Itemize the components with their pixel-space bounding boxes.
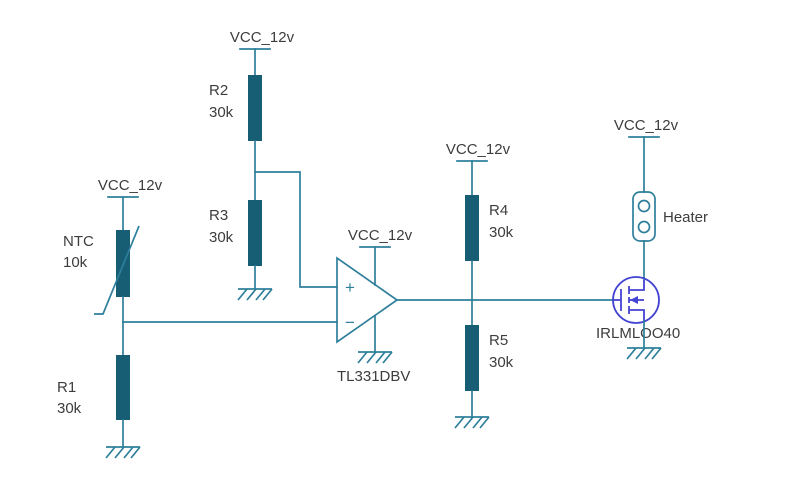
mosfet-body-arrow-icon — [630, 296, 638, 304]
r3-name-label: R3 — [209, 207, 228, 224]
ground-symbol-r3 — [237, 288, 273, 301]
r4-body — [465, 195, 479, 261]
vcc-label-comparator: VCC_12v — [348, 227, 413, 244]
r4-value-label: 30k — [489, 224, 514, 241]
r2-name-label: R2 — [209, 82, 228, 99]
comparator-part-label: TL331DBV — [337, 368, 410, 385]
vcc-label-r4: VCC_12v — [446, 141, 511, 158]
r3-value-label: 30k — [209, 229, 234, 246]
r1-name-label: R1 — [57, 379, 76, 396]
r5-name-label: R5 — [489, 332, 508, 349]
heater-label: Heater — [663, 209, 708, 226]
r4-name-label: R4 — [489, 202, 508, 219]
ntc-thermistor-stroke — [94, 225, 140, 315]
heater-body — [632, 191, 656, 242]
output-divider-branch: VCC_12v R4 30k R5 30k — [446, 141, 514, 429]
r1-value-label: 30k — [57, 400, 82, 417]
heater-mosfet-branch: VCC_12v Heater IRLMLOO40 — [596, 117, 708, 360]
ground-symbol-mosfet — [626, 347, 662, 360]
mosfet-drain-lead — [629, 280, 645, 291]
ntc-name-label: NTC — [63, 233, 94, 250]
mosfet-part-label: IRLMLOO40 — [596, 325, 680, 342]
mosfet-source-lead — [629, 309, 645, 321]
vcc-label-heater: VCC_12v — [614, 117, 679, 134]
ground-symbol-r1 — [105, 446, 141, 459]
r1-body — [116, 355, 130, 420]
ground-symbol-r5 — [454, 416, 490, 429]
r2-body — [248, 75, 262, 141]
comparator-triangle — [336, 256, 399, 344]
r2-value-label: 30k — [209, 104, 234, 121]
comparator-plus-label: + — [345, 278, 355, 297]
wire-to-noninverting-input — [254, 171, 338, 288]
ntc-value-label: 10k — [63, 254, 88, 271]
vcc-label-ntc: VCC_12v — [98, 177, 163, 194]
reference-divider-branch: VCC_12v R2 30k R3 30k — [209, 29, 338, 301]
heater-pin-bottom — [637, 220, 651, 234]
comparator: VCC_12v + − TL331DBV — [336, 227, 614, 385]
vcc-label-r2: VCC_12v — [230, 29, 295, 46]
ntc-branch: VCC_12v NTC 10k R1 30k — [57, 177, 338, 459]
ground-symbol-comparator — [357, 351, 393, 364]
r5-body — [465, 325, 479, 391]
r5-value-label: 30k — [489, 354, 514, 371]
comparator-minus-label: − — [345, 313, 355, 332]
r3-body — [248, 200, 262, 266]
heater-pin-top — [637, 199, 651, 213]
